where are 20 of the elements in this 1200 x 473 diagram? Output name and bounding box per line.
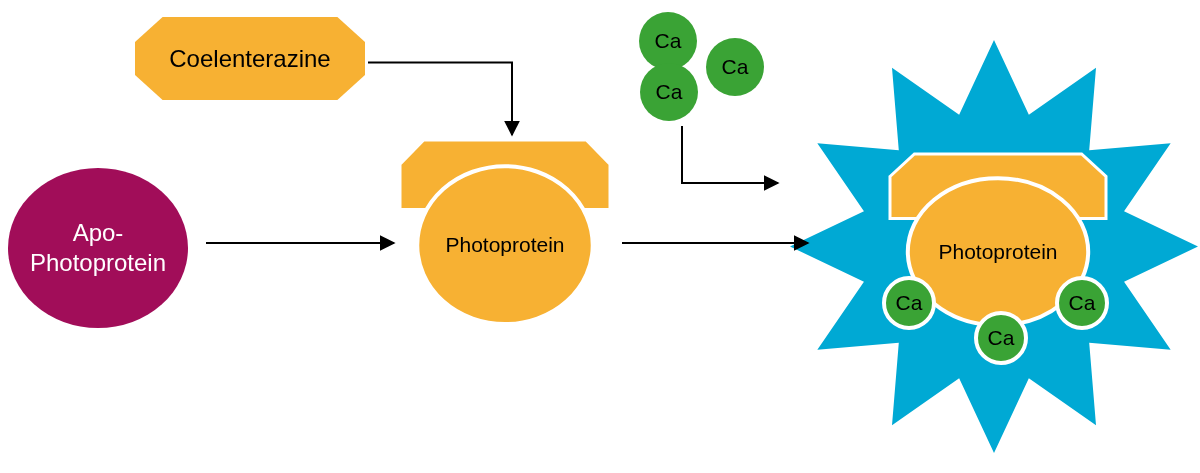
node-label: Photoprotein	[938, 238, 1058, 265]
starburst-shape	[790, 40, 1198, 453]
node-label: Ca	[895, 289, 923, 316]
arrow	[621, 235, 810, 251]
calcium-circle	[639, 12, 697, 70]
node-label: Apo- Photoprotein	[28, 218, 168, 278]
arrow	[205, 235, 396, 251]
octagon-shape	[135, 17, 365, 100]
calcium-circle	[706, 38, 764, 96]
node-label: Ca	[654, 27, 682, 54]
node-label: Coelenterazine	[169, 43, 331, 74]
node-label: Ca	[721, 53, 749, 80]
node-label: Ca	[1068, 289, 1096, 316]
calcium-circle	[640, 63, 698, 121]
node-label: Ca	[655, 78, 683, 105]
node-label: Ca	[987, 324, 1015, 351]
ellipse-shape	[8, 168, 188, 328]
node-label: Photoprotein	[445, 232, 565, 259]
arrow	[367, 61, 520, 137]
arrow	[681, 125, 780, 191]
